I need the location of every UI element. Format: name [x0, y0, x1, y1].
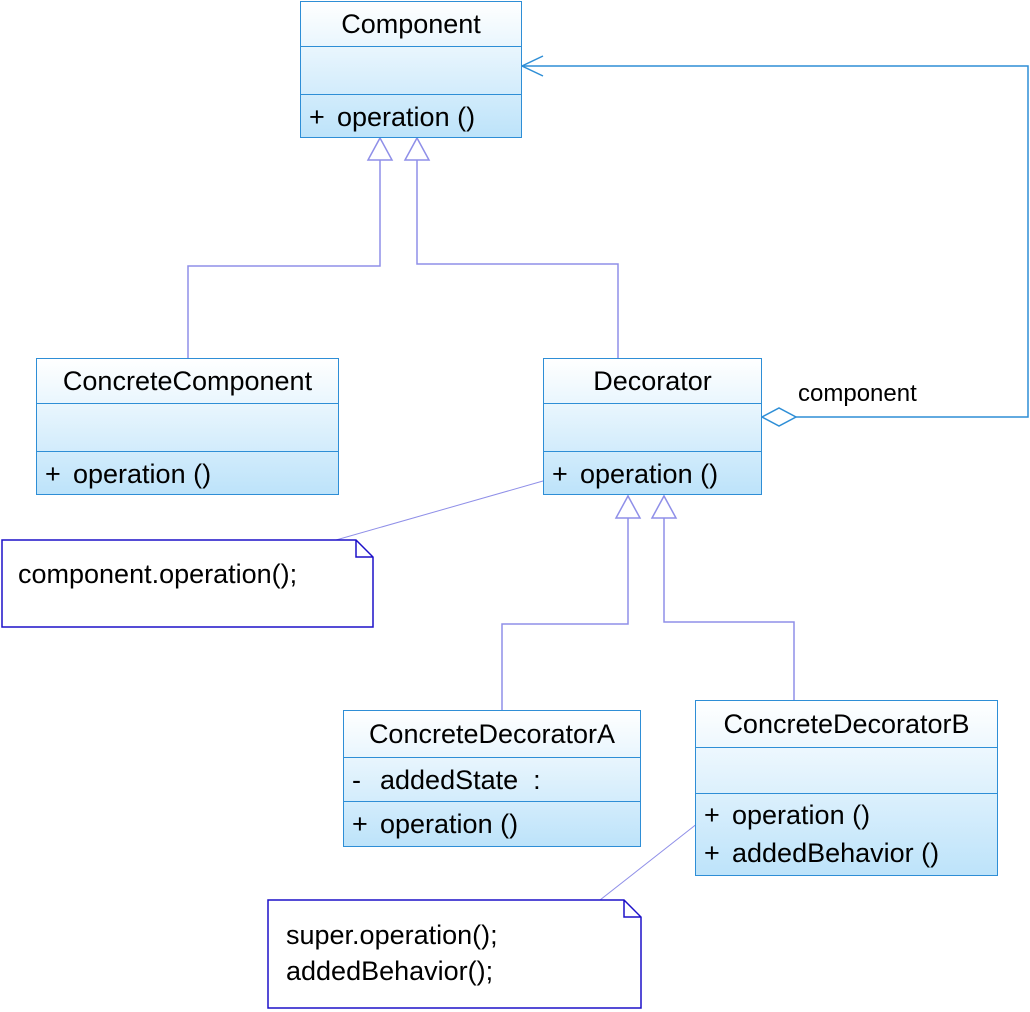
operations-section: + operation () + addedBehavior () — [696, 793, 997, 872]
visibility: + — [704, 800, 720, 830]
class-concretecomponent[interactable]: ConcreteComponent + operation () — [36, 358, 339, 495]
class-decorator[interactable]: Decorator + operation () — [543, 358, 762, 495]
generalization-arrowhead-3 — [614, 494, 642, 519]
operation-name: operation () — [337, 102, 476, 132]
note-shape-decorator — [1, 539, 374, 628]
aggregation-diamond — [760, 407, 798, 427]
visibility: + — [45, 459, 61, 489]
note-line: super.operation(); — [286, 920, 498, 950]
generalization-arrowhead-4 — [650, 494, 678, 519]
generalization-decorator — [416, 160, 619, 358]
note-line: addedBehavior(); — [286, 956, 494, 986]
generalization-arrowhead-2 — [403, 136, 431, 161]
class-component[interactable]: Component + operation () — [300, 1, 522, 138]
visibility: - — [352, 765, 361, 795]
class-name: ConcreteComponent — [62, 366, 313, 396]
operation-name: operation () — [580, 459, 719, 489]
note-decoratorb: super.operation(); addedBehavior(); — [286, 917, 498, 989]
attributes-section — [37, 403, 338, 451]
note-line: component.operation(); — [18, 559, 298, 589]
attribute-name: addedState : — [380, 765, 541, 795]
class-name: Decorator — [593, 366, 712, 396]
note-anchor-decoratorb — [599, 811, 713, 901]
association-arrowhead — [520, 55, 544, 77]
class-name: ConcreteDecoratorB — [723, 709, 970, 739]
visibility: + — [352, 809, 368, 839]
association-role-label: component — [798, 380, 917, 407]
operation: + operation () — [344, 801, 640, 845]
visibility: + — [704, 838, 720, 868]
attribute: - addedState : — [344, 757, 640, 801]
visibility: + — [552, 459, 568, 489]
operation-name: operation () — [732, 800, 871, 830]
note-decorator: component.operation(); — [18, 556, 297, 592]
operation: + operation () — [544, 451, 761, 495]
generalization-arrowhead-1 — [366, 136, 394, 161]
operation-name: operation () — [380, 809, 519, 839]
generalization-concretedecoratorb — [663, 518, 795, 700]
operation-name: operation () — [73, 459, 212, 489]
note-anchor-decorator — [335, 480, 544, 541]
attributes-section — [544, 403, 761, 451]
operation: + addedBehavior () — [704, 834, 989, 872]
generalization-concretedecoratora — [501, 518, 629, 710]
note-shape-decoratorb — [267, 899, 642, 1009]
operation-name: addedBehavior () — [732, 838, 940, 868]
operation: + operation () — [37, 451, 338, 495]
attributes-section — [301, 46, 521, 94]
class-concretedecoratorb[interactable]: ConcreteDecoratorB + operation () + adde… — [695, 700, 998, 876]
class-name: ConcreteDecoratorA — [368, 719, 616, 749]
class-name: Component — [341, 9, 481, 39]
operation: + operation () — [301, 94, 521, 138]
operation: + operation () — [704, 796, 989, 834]
aggregation-line — [522, 65, 1029, 418]
attributes-section — [696, 747, 997, 793]
generalization-concretecomponent — [187, 160, 381, 358]
visibility: + — [309, 102, 325, 132]
class-concretedecoratora[interactable]: ConcreteDecoratorA - addedState : + oper… — [343, 710, 641, 847]
